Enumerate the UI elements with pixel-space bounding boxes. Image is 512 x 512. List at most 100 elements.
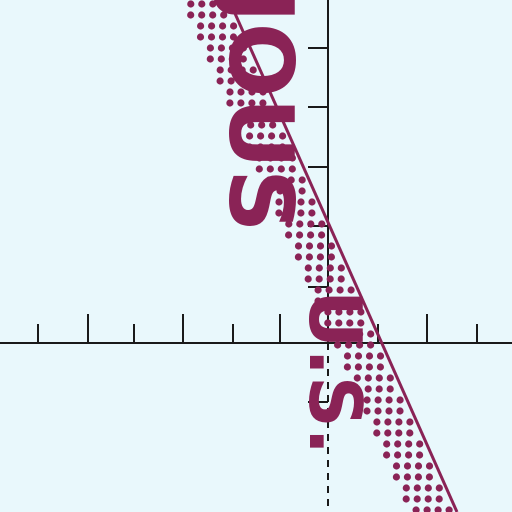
shading-dot: [416, 451, 424, 459]
shading-dot: [249, 66, 257, 74]
shading-dot: [294, 242, 303, 250]
shading-dot: [373, 418, 381, 426]
shading-dot: [255, 165, 263, 173]
shading-dot: [276, 176, 284, 184]
shading-dot: [383, 440, 391, 448]
shading-dot: [425, 473, 433, 481]
shading-dot: [304, 275, 312, 283]
shading-dot: [305, 242, 314, 250]
shading-dot: [346, 308, 354, 316]
shaded-region-dots: [187, 0, 453, 512]
shading-dot: [277, 154, 285, 162]
shading-dot: [354, 352, 363, 360]
shading-dot: [373, 429, 381, 437]
shading-dot: [357, 319, 365, 327]
shading-dot: [304, 264, 312, 272]
shading-dot: [345, 330, 353, 338]
decorative-text-line1: JOUS: [209, 0, 312, 232]
shading-dot: [259, 88, 267, 96]
shading-dot: [316, 242, 325, 250]
shading-dot: [334, 341, 342, 349]
shading-dot: [245, 143, 254, 151]
shading-dot: [267, 143, 276, 151]
shading-dot: [220, 0, 228, 8]
shading-dot: [375, 374, 383, 382]
shading-dot: [395, 418, 403, 426]
shading-dot: [384, 429, 392, 437]
shading-dot: [405, 440, 413, 448]
shading-dot: [386, 385, 394, 393]
shading-dot: [394, 451, 402, 459]
shading-dot: [353, 374, 361, 382]
shading-dot: [336, 297, 344, 305]
shading-dot: [386, 374, 394, 382]
shading-dot: [335, 308, 343, 316]
shading-dot: [279, 132, 287, 140]
shading-dot: [325, 297, 333, 305]
shading-dot: [347, 286, 355, 294]
shading-dot: [236, 110, 244, 118]
shading-dot: [315, 275, 323, 283]
shading-dot: [416, 440, 424, 448]
shading-dot: [276, 187, 284, 195]
shading-dot: [269, 110, 277, 118]
decorative-text-group: JOUS: [209, 0, 312, 232]
shading-dot: [236, 121, 244, 129]
shading-dot: [307, 231, 315, 239]
decorative-text-line2: U.S.: [293, 290, 377, 455]
shading-dot: [227, 77, 235, 85]
shading-dot: [269, 121, 277, 129]
shading-dot: [187, 0, 195, 8]
shading-dot: [395, 429, 403, 437]
shading-dot: [294, 253, 302, 261]
shading-dot: [218, 33, 227, 41]
shading-dot: [247, 110, 255, 118]
shading-dot: [187, 11, 195, 19]
shading-dot: [314, 297, 322, 305]
shading-dot: [334, 330, 342, 338]
shading-dot: [229, 33, 238, 41]
shading-dot: [206, 44, 214, 52]
shading-dot: [343, 352, 352, 360]
shading-dot: [278, 143, 287, 151]
shading-dot: [208, 22, 216, 30]
shading-dot: [396, 396, 404, 404]
shading-dot: [392, 473, 400, 481]
shading-dot: [286, 209, 294, 217]
shading-dot: [383, 451, 391, 459]
shading-dot: [435, 495, 443, 503]
shading-dot: [265, 176, 273, 184]
shading-dot: [392, 462, 401, 470]
shading-dot: [266, 165, 274, 173]
shading-dot: [347, 297, 355, 305]
shading-dot: [196, 33, 205, 41]
shading-dot: [396, 407, 404, 415]
shading-dot: [220, 11, 228, 19]
shading-dot: [277, 165, 285, 173]
shading-dot: [247, 121, 255, 129]
shading-dot: [403, 462, 412, 470]
shading-dot: [327, 253, 335, 261]
shading-dot: [237, 88, 245, 96]
shading-dot: [412, 506, 420, 512]
shading-dot: [298, 187, 306, 195]
shading-dot: [285, 231, 293, 239]
shading-dot: [363, 396, 371, 404]
shading-dot: [403, 473, 411, 481]
shading-dot: [413, 495, 421, 503]
shading-dot: [209, 11, 217, 19]
shading-dot: [286, 198, 294, 206]
shading-dot: [307, 220, 315, 228]
shading-dot: [367, 341, 375, 349]
shading-dot: [219, 22, 227, 30]
shading-dot: [326, 264, 334, 272]
shading-dot: [337, 275, 345, 283]
shading-dot: [239, 55, 247, 63]
shading-dot: [266, 154, 274, 162]
shading-dot: [230, 22, 238, 30]
shading-dot: [256, 143, 265, 151]
shading-dot: [288, 154, 296, 162]
shading-dot: [228, 44, 236, 52]
shading-dot: [423, 506, 431, 512]
